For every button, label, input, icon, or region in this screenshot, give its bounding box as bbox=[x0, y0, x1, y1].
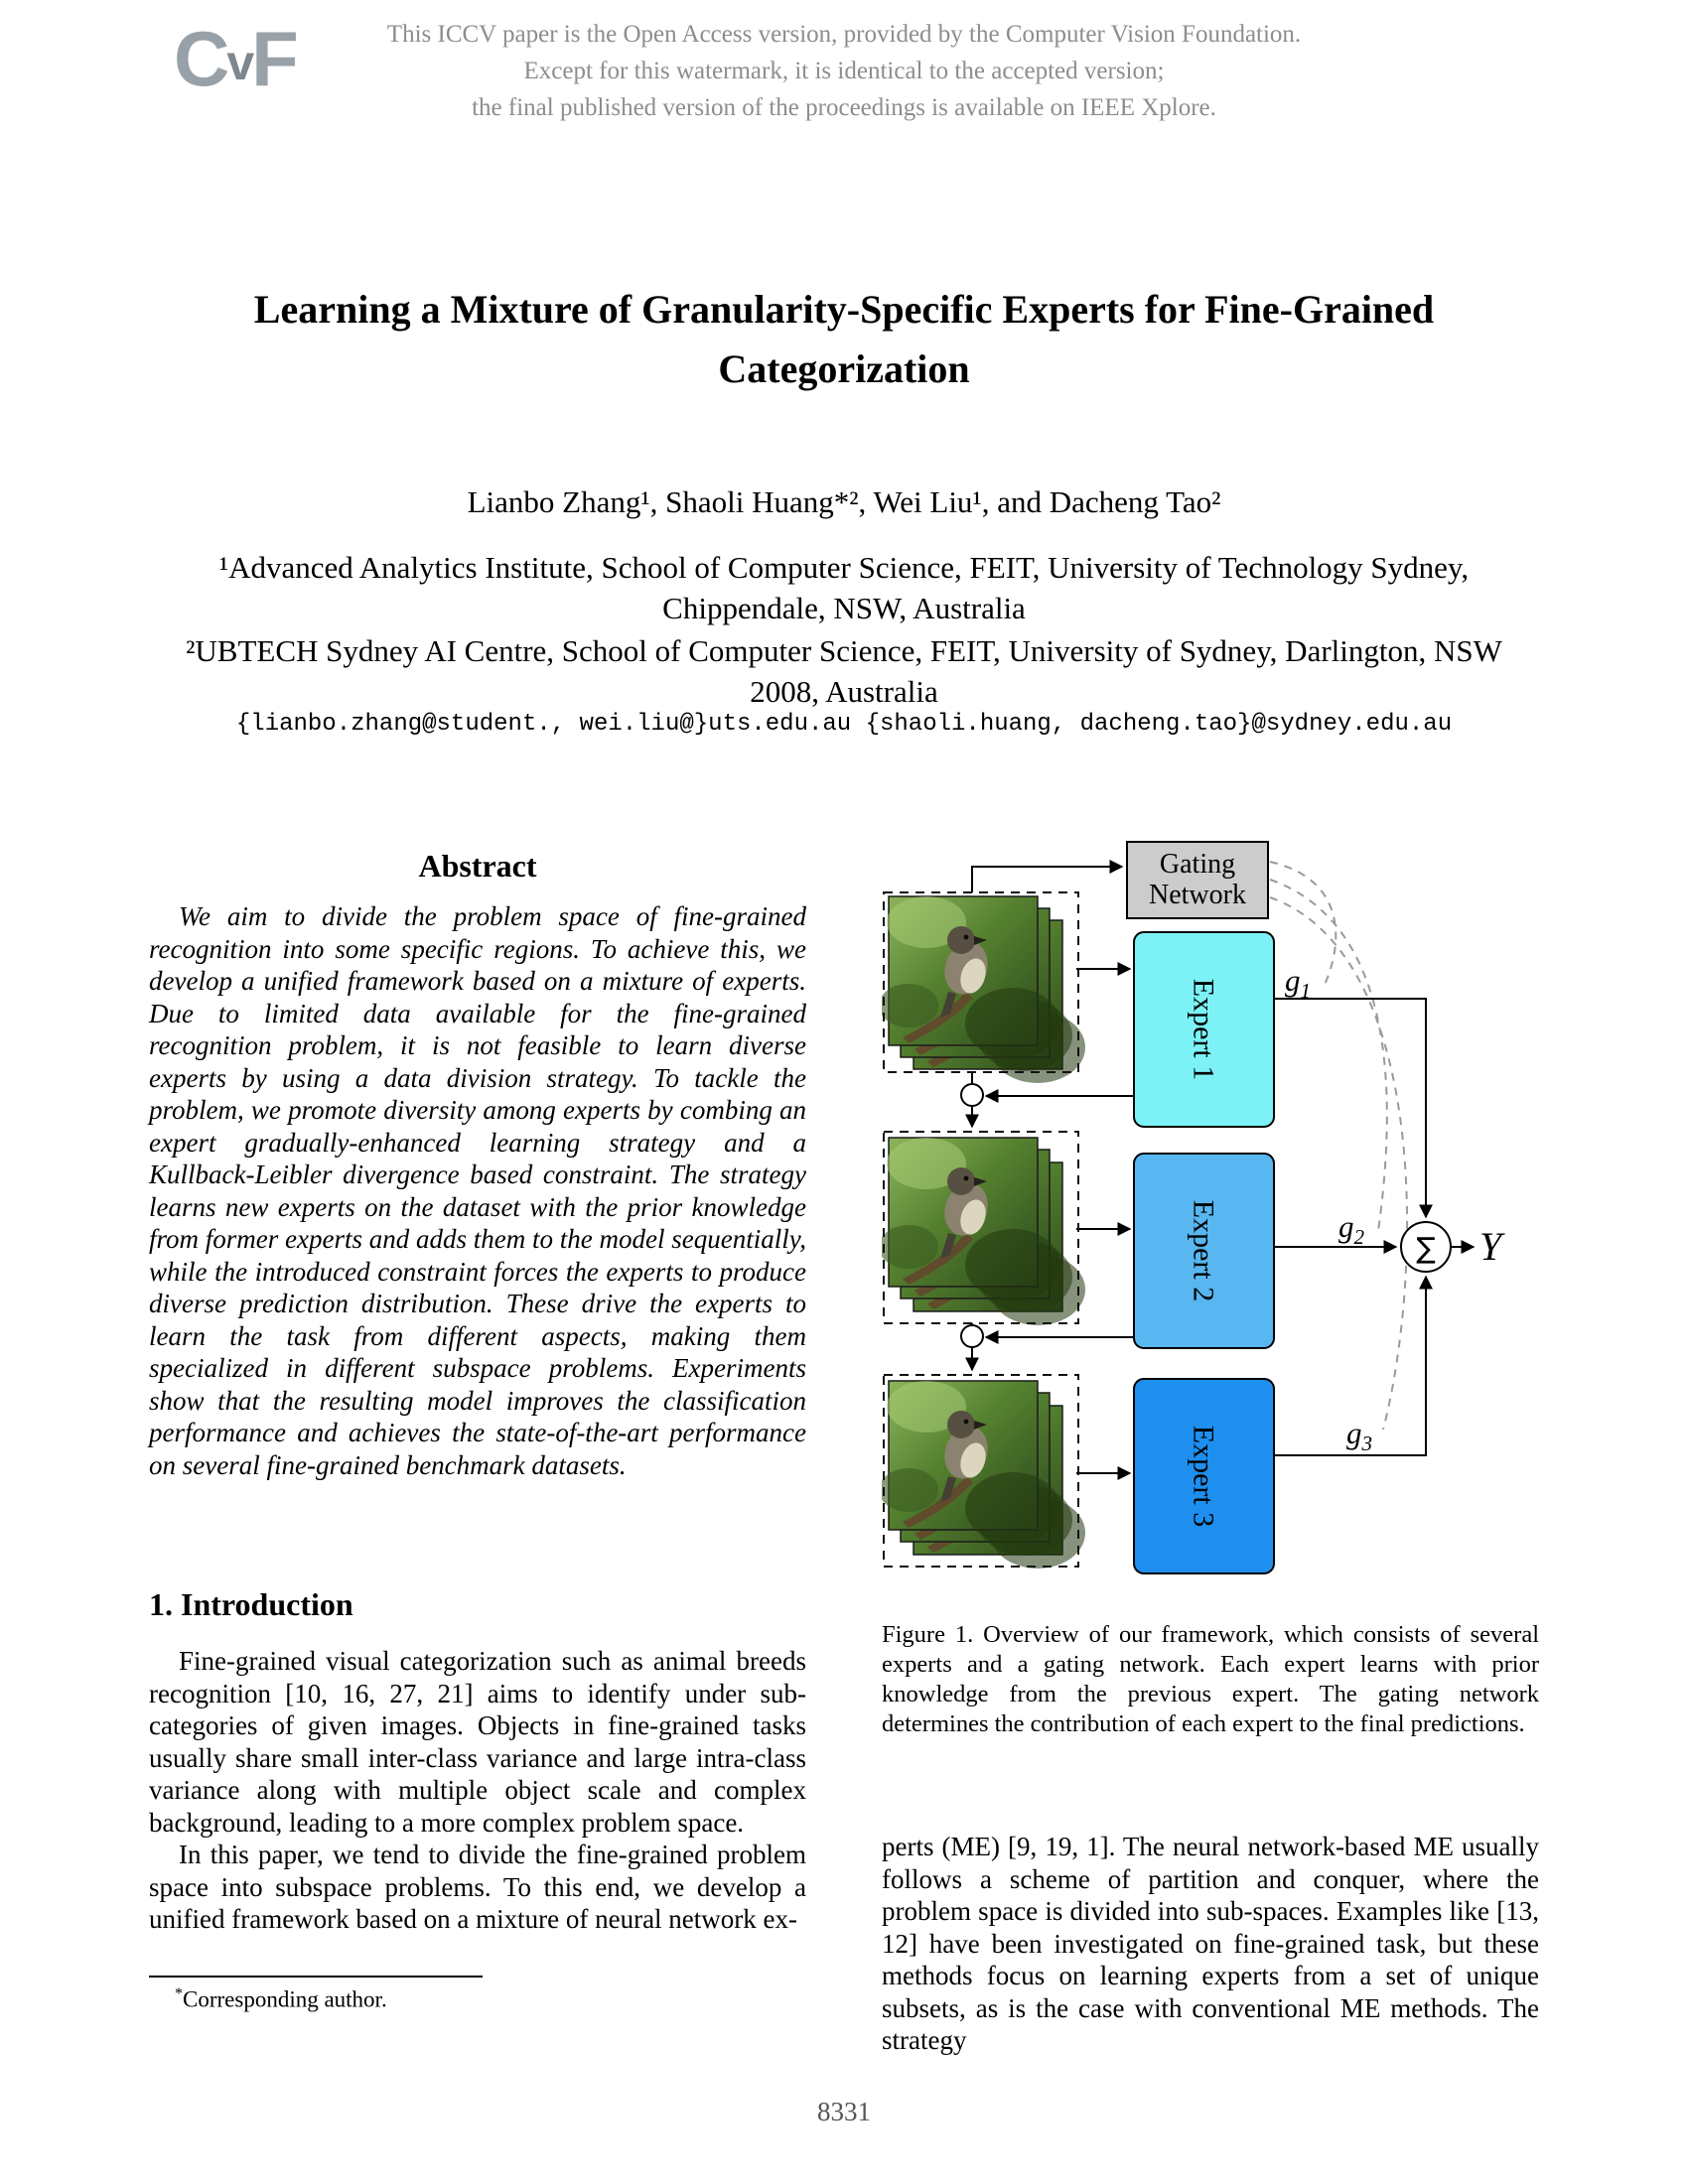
section-heading-introduction: 1. Introduction bbox=[149, 1586, 353, 1622]
expert-3-box: Expert 3 bbox=[1133, 1378, 1275, 1574]
expert-1-label: Expert 1 bbox=[1188, 979, 1220, 1080]
expert-2-box: Expert 2 bbox=[1133, 1153, 1275, 1349]
cvf-logo: CvF bbox=[174, 14, 299, 104]
input-image-stack-1 bbox=[882, 891, 1086, 1084]
bird-image-2 bbox=[882, 1137, 1061, 1301]
watermark-line-1: This ICCV paper is the Open Access versi… bbox=[386, 21, 1302, 48]
input-image-stack-2 bbox=[882, 1131, 1086, 1326]
dashed-box-3 bbox=[883, 1374, 1079, 1568]
introduction-paragraph-1: Fine-grained visual categorization such … bbox=[149, 1646, 806, 1838]
gate-weight-g2: g2 bbox=[1338, 1209, 1365, 1249]
sum-node: ∑ bbox=[1400, 1221, 1452, 1273]
gate-weight-g1: g1 bbox=[1285, 963, 1311, 1003]
figure-1-block: Gating Network Expert 1 Expert 2 Expert … bbox=[882, 840, 1539, 2057]
expert-2-rect bbox=[1133, 1153, 1275, 1349]
paper-title: Learning a Mixture of Granularity-Specif… bbox=[253, 287, 1435, 391]
affiliation-1: ¹Advanced Analytics Institute, School of… bbox=[218, 550, 1470, 625]
gating-curve-to-g2 bbox=[1269, 879, 1388, 1232]
gating-weight-dashed-curves bbox=[1269, 861, 1409, 1431]
figure-1-diagram: Gating Network Expert 1 Expert 2 Expert … bbox=[882, 841, 1505, 1574]
gating-label-line2: Network bbox=[1149, 880, 1246, 910]
affiliations: ¹Advanced Analytics Institute, School of… bbox=[179, 548, 1509, 715]
page-number: 8331 bbox=[817, 2097, 871, 2126]
expert-3-rect bbox=[1133, 1378, 1275, 1574]
cvf-logo-letter-f: F bbox=[251, 15, 299, 102]
expert-2-label: Expert 2 bbox=[1188, 1200, 1220, 1301]
cvf-logo-letter-c: C bbox=[174, 15, 229, 102]
dashed-box-2 bbox=[883, 1131, 1079, 1324]
arrow-input-to-gating bbox=[971, 860, 1124, 892]
gating-curve-to-g1 bbox=[1269, 861, 1337, 986]
gating-curve-to-g3 bbox=[1269, 896, 1409, 1431]
dashed-box-1 bbox=[883, 891, 1079, 1073]
figure-1-caption: Figure 1. Overview of our framework, whi… bbox=[882, 1621, 1539, 1737]
gating-network-rect bbox=[1126, 841, 1269, 919]
author-emails: {lianbo.zhang@student., wei.liu@}uts.edu… bbox=[235, 711, 1453, 738]
abstract-heading: Abstract bbox=[418, 848, 537, 884]
expert-3-label: Expert 3 bbox=[1188, 1426, 1220, 1527]
expert-1-box: Expert 1 bbox=[1133, 931, 1275, 1128]
abstract-section: Abstract We aim to divide the problem sp… bbox=[149, 848, 806, 1481]
figure-connectors bbox=[965, 860, 1476, 1480]
sum-circle bbox=[1400, 1221, 1452, 1273]
cvf-logo-letter-v: v bbox=[226, 35, 254, 90]
footnote-text: Corresponding author. bbox=[183, 1986, 387, 2012]
introduction-paragraph-2: In this paper, we tend to divide the fin… bbox=[149, 1840, 806, 1934]
footnote-block: *Corresponding author. bbox=[149, 1976, 806, 2013]
gating-label-line1: Gating bbox=[1160, 849, 1235, 880]
watermark-line-2: Except for this watermark, it is identic… bbox=[523, 58, 1165, 84]
footnote-rule bbox=[149, 1976, 483, 1978]
bird-image-1 bbox=[882, 895, 1061, 1060]
combine-node-1 bbox=[960, 1083, 984, 1107]
sum-symbol: ∑ bbox=[1416, 1231, 1436, 1265]
line-expert1-output bbox=[1274, 998, 1433, 1219]
corresponding-author-footnote: *Corresponding author. bbox=[149, 1985, 806, 2013]
combine-node-2 bbox=[960, 1324, 984, 1348]
introduction-section: 1. Introduction Fine-grained visual cate… bbox=[149, 1586, 806, 1936]
author-list: Lianbo Zhang¹, Shaoli Huang*², Wei Liu¹,… bbox=[467, 484, 1221, 519]
footnote-mark: * bbox=[175, 1985, 183, 2002]
expert-1-rect bbox=[1133, 931, 1275, 1128]
watermark-line-3: the final published version of the proce… bbox=[472, 94, 1216, 121]
output-label-y: Y bbox=[1479, 1224, 1505, 1269]
bird-image-3 bbox=[882, 1380, 1061, 1545]
abstract-text: We aim to divide the problem space of fi… bbox=[149, 901, 806, 1480]
right-column-paragraph: perts (ME) [9, 19, 1]. The neural networ… bbox=[882, 1832, 1539, 2055]
line-expert3-output bbox=[1274, 1275, 1433, 1456]
gating-network-box: Gating Network bbox=[1126, 841, 1269, 919]
gate-weight-g3: g3 bbox=[1346, 1416, 1372, 1455]
open-access-watermark: This ICCV paper is the Open Access versi… bbox=[0, 16, 1688, 126]
affiliation-2: ²UBTECH Sydney AI Centre, School of Comp… bbox=[186, 632, 1502, 709]
input-image-stack-3 bbox=[882, 1374, 1086, 1570]
